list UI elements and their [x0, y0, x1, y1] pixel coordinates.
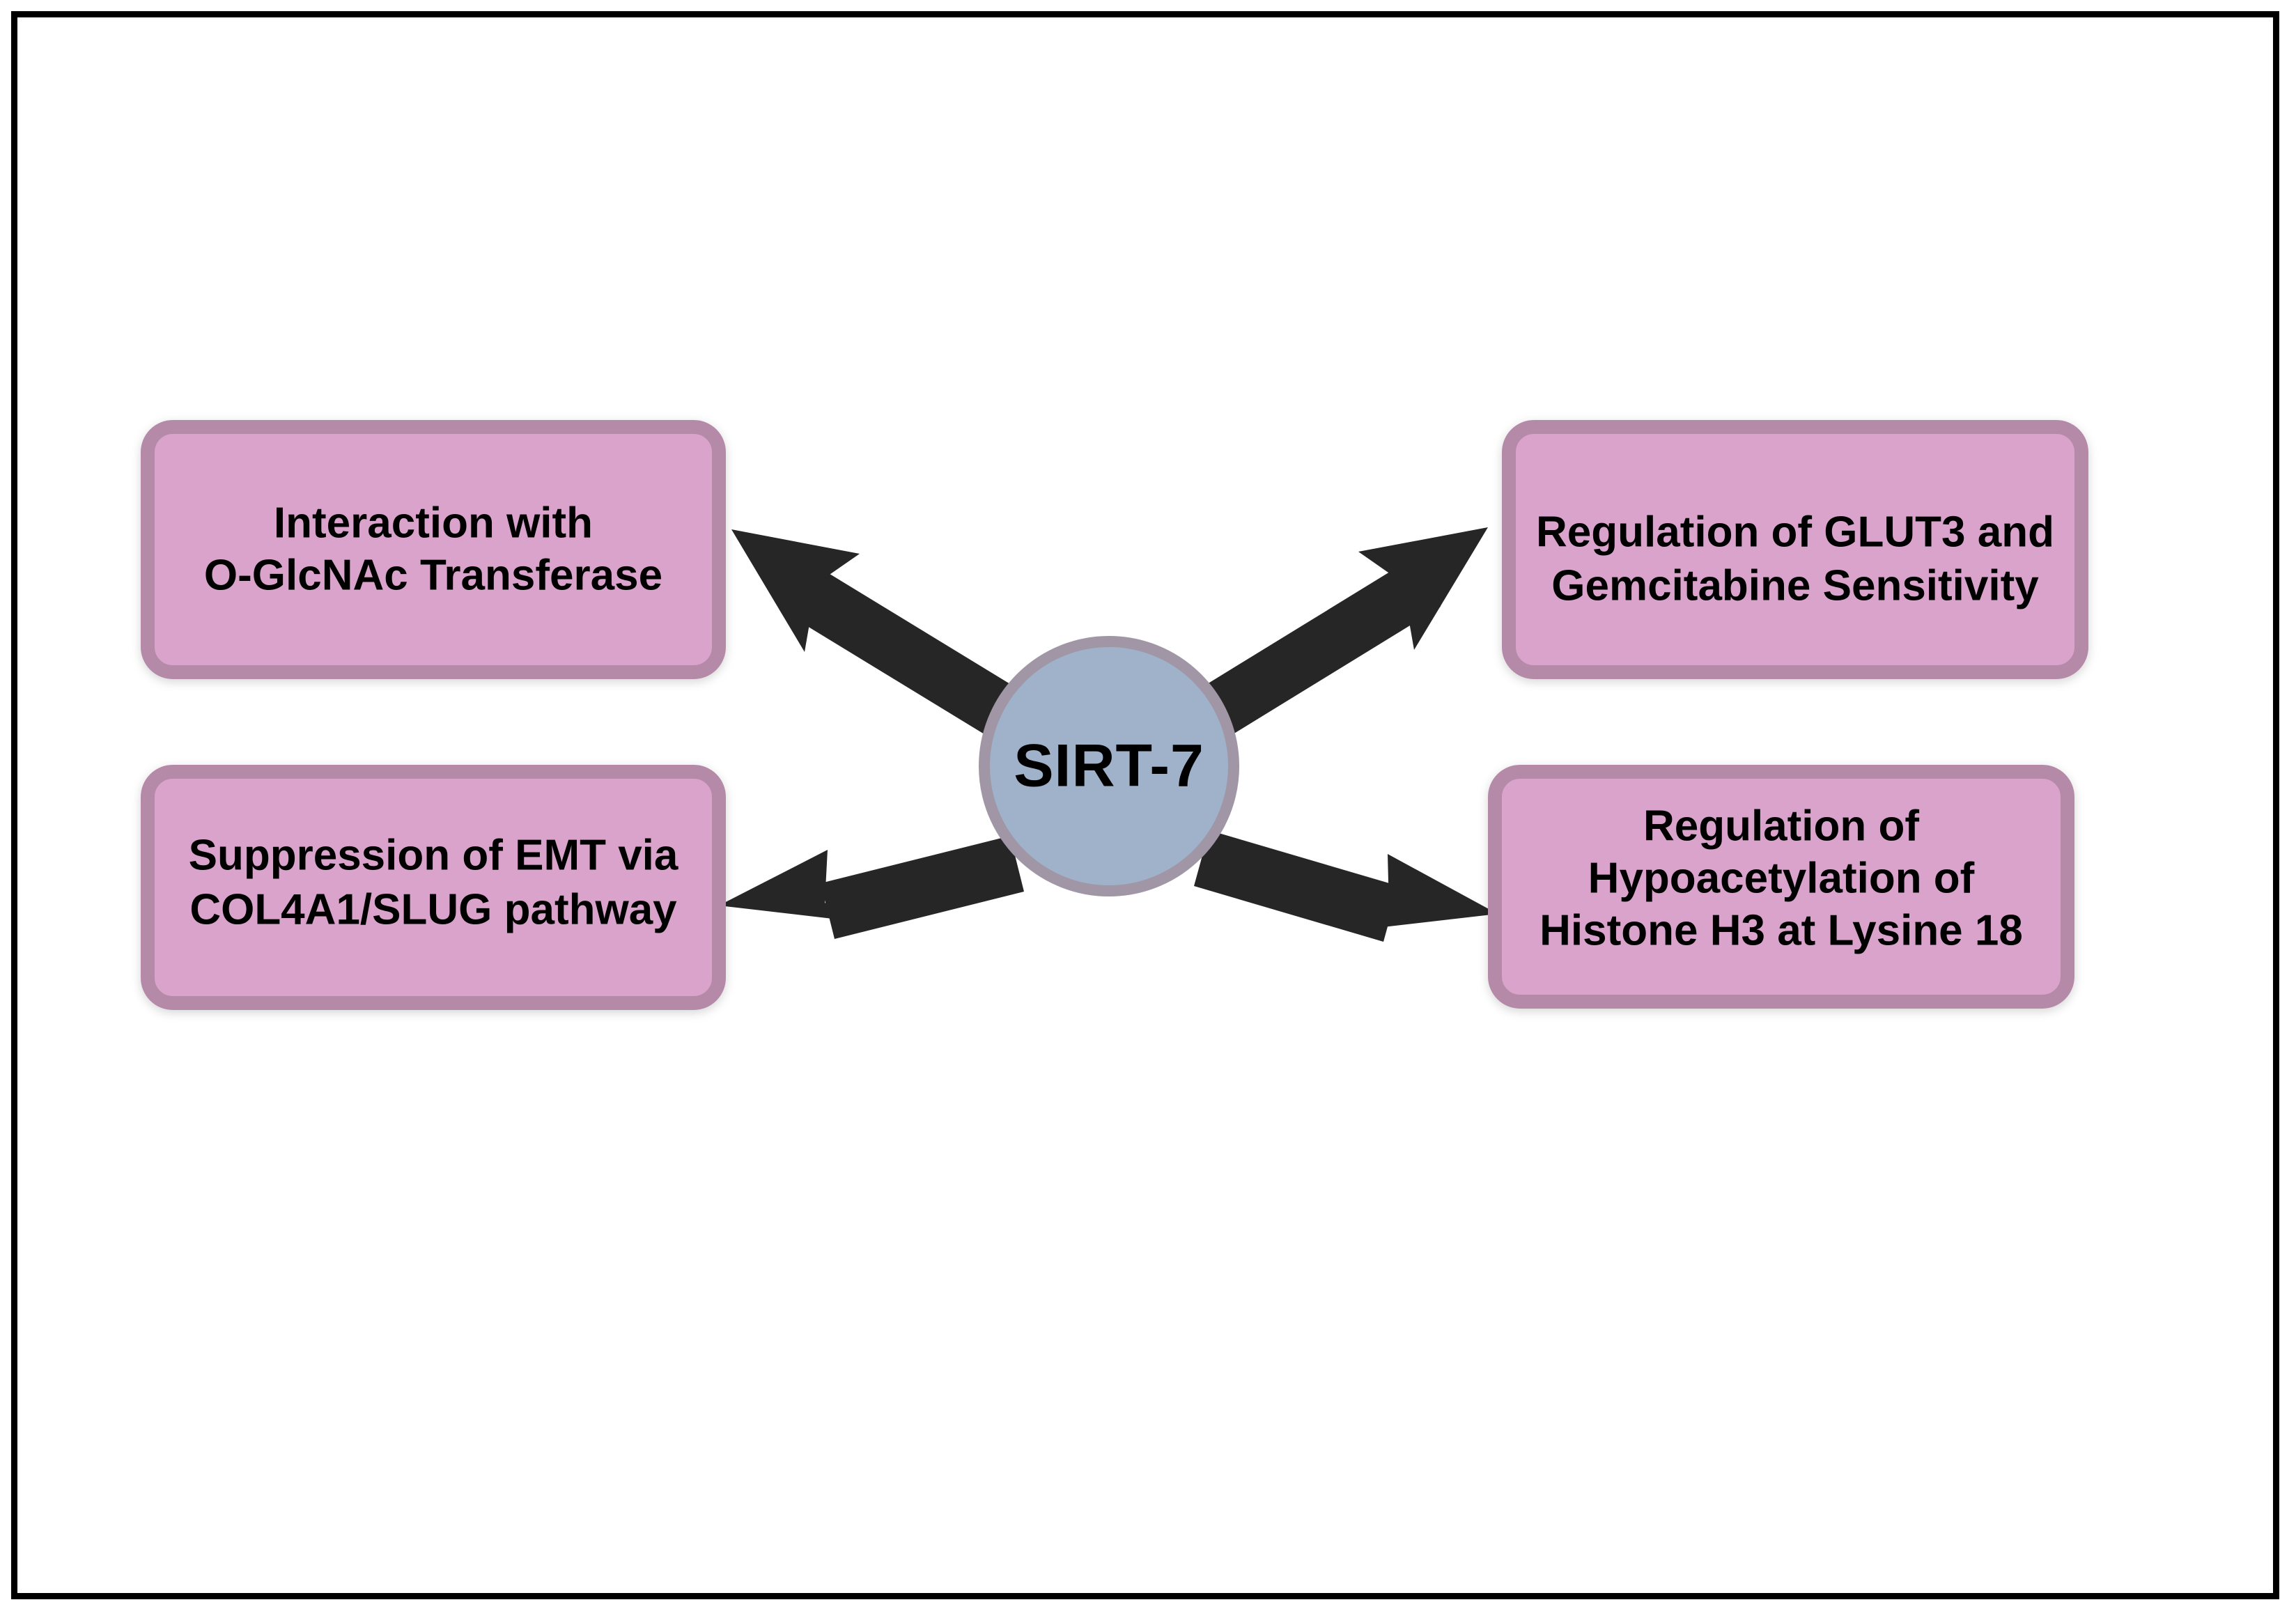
node-label-glut3-line-1: Regulation of GLUT3 and: [1536, 508, 2054, 556]
hub-label: SIRT-7: [1014, 733, 1204, 800]
arrowhead-icon: [719, 850, 862, 922]
edge-shaft: [779, 561, 1014, 734]
edge-hub-ogt: [731, 529, 1014, 734]
node-label-glut3-line-2: Gemcitabine Sensitivity: [1551, 561, 2039, 609]
edge-hub-h3k18: [1194, 830, 1498, 942]
node-box-shape: [1488, 765, 2074, 1009]
node-label-emt-line-2: COL4A1/SLUG pathway: [189, 885, 677, 933]
node-label-ogt-line-1: Interaction with: [274, 499, 593, 547]
node-label-emt-line-1: Suppression of EMT via: [189, 831, 678, 879]
hub-node-sirt7[interactable]: [979, 636, 1239, 896]
edge-layer: [719, 527, 1498, 942]
node-label-h3k18-line-2: Hypoacetylation of: [1588, 854, 1975, 902]
arrowhead-icon: [1353, 854, 1498, 931]
node-label-h3k18-line-1: Regulation of: [1643, 802, 1919, 850]
hub-circle-shape: [979, 636, 1239, 896]
edge-shaft: [1194, 830, 1399, 942]
node-box-shape: [141, 420, 726, 679]
node-box-glut3[interactable]: [1502, 420, 2088, 679]
node-box-emt[interactable]: [141, 765, 726, 1010]
node-box-ogt[interactable]: [141, 420, 726, 679]
edge-hub-glut3: [1204, 527, 1488, 734]
arrowhead-icon: [1358, 527, 1488, 650]
arrowhead-icon: [731, 529, 860, 652]
edge-hub-emt: [719, 836, 1024, 939]
edge-shaft: [1204, 559, 1441, 734]
node-box-shape: [1502, 420, 2088, 679]
edge-shaft: [821, 836, 1024, 939]
node-box-shape: [141, 765, 726, 1010]
node-label-ogt-line-2: O-GlcNAc Transferase: [204, 551, 662, 599]
node-box-h3k18[interactable]: [1488, 765, 2074, 1009]
node-label-h3k18-line-3: Histone H3 at Lysine 18: [1539, 906, 2023, 954]
